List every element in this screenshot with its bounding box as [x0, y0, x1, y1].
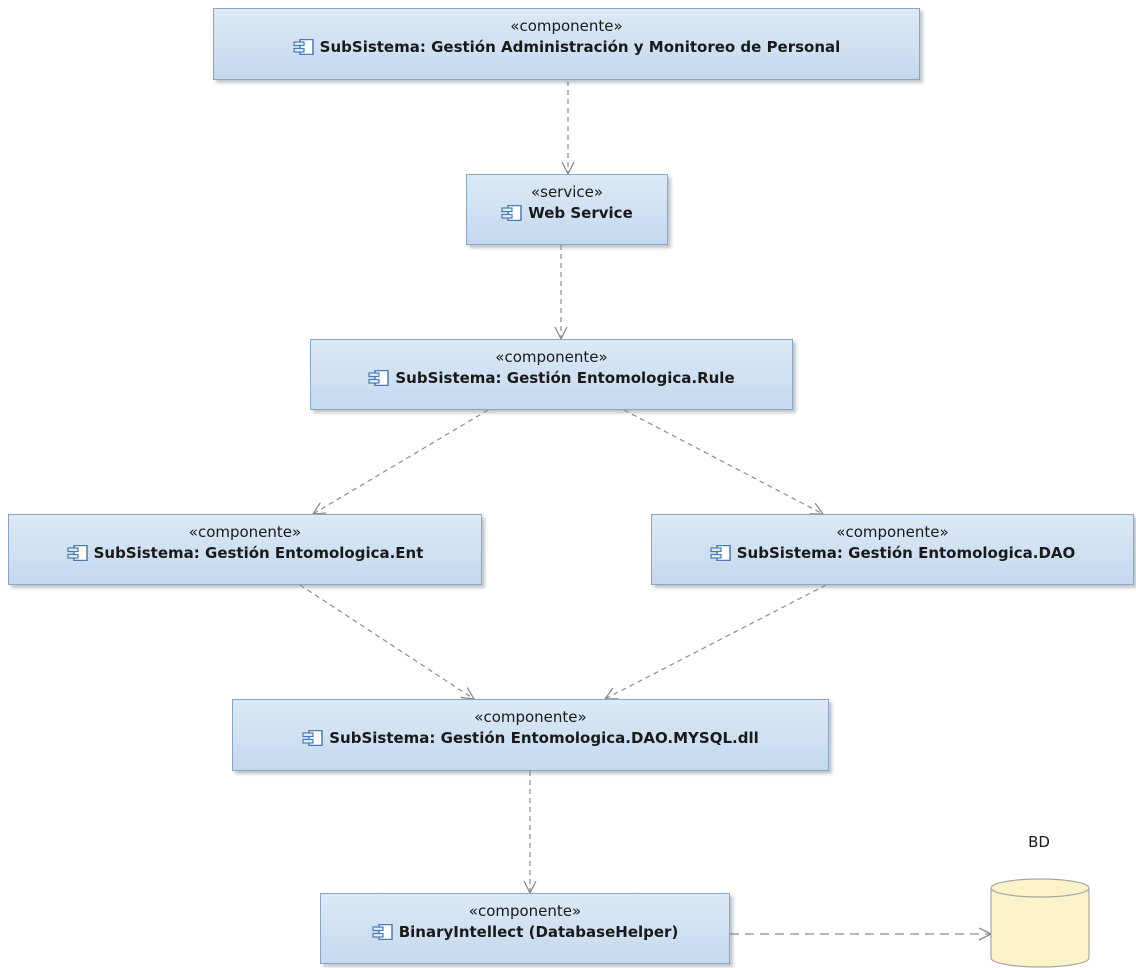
stereotype-label: «componente»: [510, 17, 623, 35]
edge-dao-to-mysql: [605, 584, 827, 699]
stereotype-label: «componente»: [188, 523, 302, 541]
component-icon: [710, 545, 731, 561]
node-dao-mysql[interactable]: «componente» SubSistema: Gestión Entomol…: [232, 699, 829, 771]
node-title: Web Service: [528, 204, 633, 222]
node-title: SubSistema: Gestión Entomologica.Ent: [93, 544, 424, 562]
component-icon: [293, 39, 314, 55]
node-title: SubSistema: Gestión Entomologica.DAO.MYS…: [329, 729, 759, 747]
node-database-helper[interactable]: «componente» BinaryIntellect (DatabaseHe…: [320, 893, 730, 964]
database-label: BD: [1028, 833, 1050, 851]
node-title: SubSistema: Gestión Entomologica.DAO: [736, 544, 1076, 562]
node-rule[interactable]: «componente» SubSistema: Gestión Entomol…: [310, 339, 793, 410]
stereotype-label: «componente»: [474, 708, 587, 726]
stereotype-label: «componente»: [495, 348, 608, 366]
node-admin-personal[interactable]: «componente» SubSistema: Gestión Adminis…: [213, 8, 920, 80]
database-cylinder: [990, 878, 1090, 968]
edge-rule-to-dao: [623, 409, 823, 514]
node-web-service[interactable]: «service» Web Service: [466, 174, 668, 245]
edge-rule-to-ent: [313, 409, 489, 514]
stereotype-label: «componente»: [836, 523, 949, 541]
edge-ent-to-mysql: [299, 584, 474, 699]
node-title: BinaryIntellect (DatabaseHelper): [398, 923, 679, 941]
node-ent[interactable]: «componente» SubSistema: Gestión Entomol…: [8, 514, 482, 585]
component-icon: [501, 205, 522, 221]
component-icon: [66, 545, 88, 561]
component-icon: [372, 924, 393, 940]
stereotype-label: «componente»: [468, 902, 582, 920]
node-title: SubSistema: Gestión Administración y Mon…: [319, 38, 841, 56]
node-title: SubSistema: Gestión Entomologica.Rule: [395, 369, 735, 387]
component-icon: [368, 370, 390, 386]
node-dao[interactable]: «componente» SubSistema: Gestión Entomol…: [651, 514, 1134, 585]
component-icon: [302, 730, 323, 746]
stereotype-label: «service»: [530, 183, 604, 201]
